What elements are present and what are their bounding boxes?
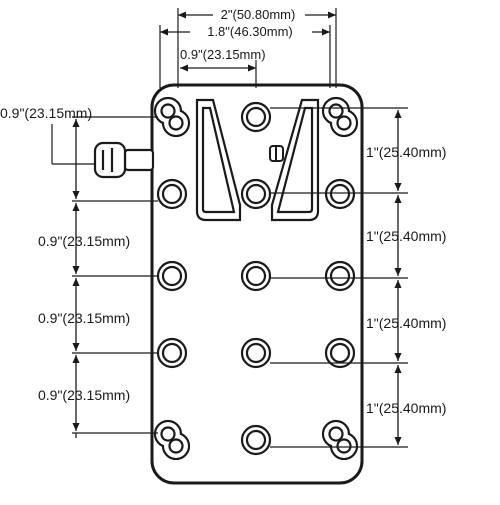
mounting-hole [324,178,356,210]
keyhole-slot [153,96,191,138]
mounting-hole [240,337,272,369]
mounting-hole [324,337,356,369]
dim-label-left-3: 0.9"(23.15mm) [38,310,130,326]
v-lock-slot-left [195,98,242,222]
dim-label-hole-pitch: 0.9"(23.15mm) [180,47,266,62]
dim-label-left-4: 0.9"(23.15mm) [38,387,130,403]
extension-lines [51,8,408,448]
dim-label-right-3: 1"(25.40mm) [366,315,446,331]
mounting-hole [240,260,272,292]
keyhole-slot [321,96,359,138]
dim-label-left-1: 0.9"(23.15mm) [0,105,92,121]
keyhole-slot [153,419,191,461]
mounting-hole [156,178,188,210]
top-dimension-pitch: 0.9"(23.15mm) [180,47,266,72]
lock-button [269,145,284,162]
dim-label-overall-width: 2"(50.80mm) [221,7,296,22]
mounting-hole [156,337,188,369]
top-dimension-middle: 1.8"(46.30mm) [160,23,330,40]
dim-label-right-2: 1"(25.40mm) [366,228,446,244]
mounting-holes [153,96,359,461]
top-dimension-overall: 2"(50.80mm) [178,6,336,22]
mounting-hole [240,101,272,133]
dim-label-right-1: 1"(25.40mm) [366,144,446,160]
dim-label-left-2: 0.9"(23.15mm) [38,233,130,249]
left-dimensions: 0.9"(23.15mm) 0.9"(23.15mm) 0.9"(23.15mm… [0,105,130,403]
right-dimensions: 1"(25.40mm) 1"(25.40mm) 1"(25.40mm) 1"(2… [366,144,446,416]
mounting-hole [240,178,272,210]
plate-outline [150,83,364,485]
keyhole-slot [321,419,359,461]
mounting-hole [324,260,356,292]
v-lock-slot-right [270,98,320,222]
mounting-hole [240,424,272,456]
side-pin-connector [93,141,155,179]
mounting-hole [156,260,188,292]
dim-label-right-4: 1"(25.40mm) [366,400,446,416]
dim-label-middle-width: 1.8"(46.30mm) [207,24,293,39]
